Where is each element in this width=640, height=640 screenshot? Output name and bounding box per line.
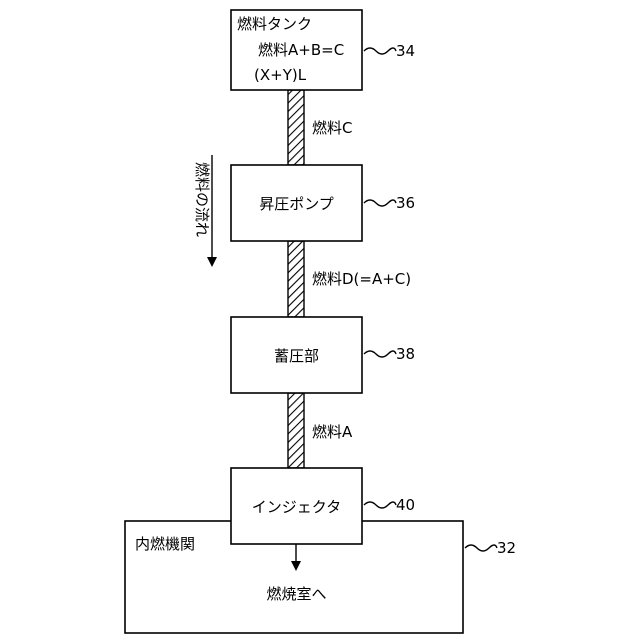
ref-number-38: 38	[396, 345, 415, 363]
combustion-chamber-label: 燃焼室へ	[266, 585, 326, 603]
pipe-label-fuel-a: 燃料A	[312, 423, 353, 441]
ref-leader-32	[465, 545, 497, 551]
pipe-label-fuel-c: 燃料C	[312, 119, 352, 137]
fuel-tank-line2: (X+Y)L	[254, 66, 307, 84]
ref-leader-34	[364, 48, 396, 54]
boost-pump-label: 昇圧ポンプ	[259, 195, 334, 213]
accumulator-label: 蓄圧部	[274, 347, 319, 365]
pipe-pump-to-accumulator	[288, 241, 304, 317]
ref-number-32: 32	[497, 539, 516, 557]
ref-number-36: 36	[396, 194, 415, 212]
pipe-accumulator-to-injector	[288, 393, 304, 468]
pipe-tank-to-pump	[288, 90, 304, 165]
ref-number-34: 34	[396, 42, 415, 60]
ref-leader-40	[364, 502, 396, 508]
ref-number-40: 40	[396, 496, 415, 514]
engine-label: 内燃機関	[135, 535, 195, 553]
fuel-tank-line1: 燃料A+B=C	[258, 41, 344, 59]
flow-direction-label: 燃料の流れ	[193, 162, 211, 237]
ref-leader-36	[364, 200, 396, 206]
pipe-label-fuel-d: 燃料D(=A+C)	[312, 270, 411, 288]
injector-label: インジェクタ	[252, 498, 341, 516]
fuel-tank-title: 燃料タンク	[237, 15, 312, 33]
ref-leader-38	[364, 351, 396, 357]
